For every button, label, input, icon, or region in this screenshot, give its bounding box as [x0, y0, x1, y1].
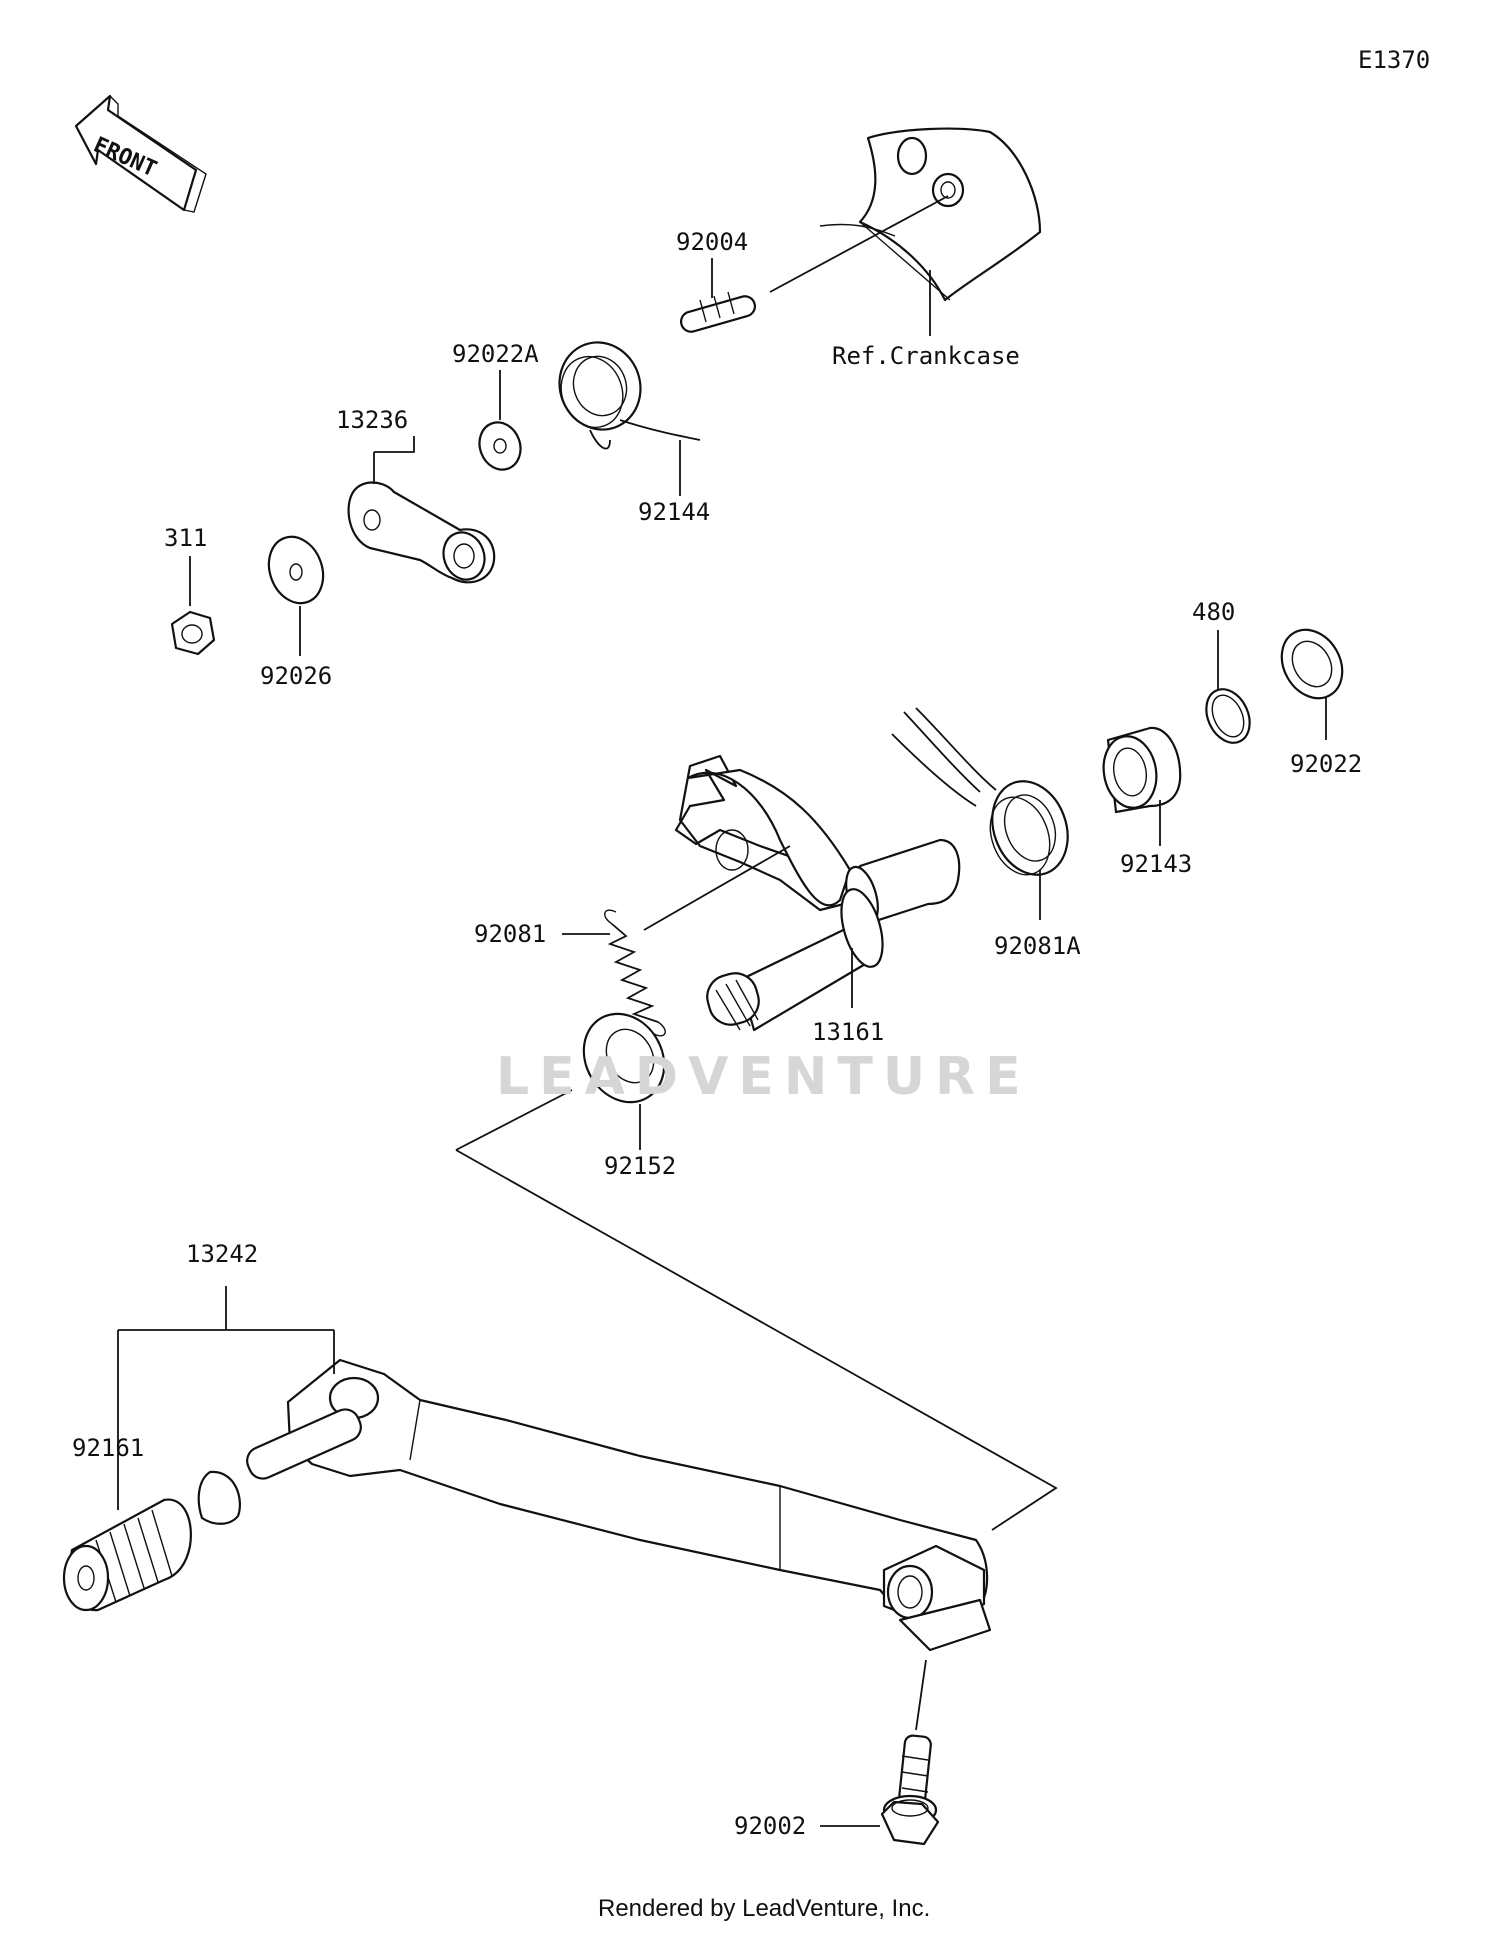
- label-92022A: 92022A: [452, 340, 539, 368]
- part-480-circlip: 480: [1192, 598, 1251, 744]
- part-92152-washer: 92152: [582, 1012, 676, 1180]
- part-92081A-spring: 92081A: [891, 707, 1081, 960]
- label-13236: 13236: [336, 406, 408, 434]
- part-92004-pin: 92004: [676, 228, 757, 333]
- part-92081-spring: 92081: [474, 845, 791, 1037]
- crankcase-reference: Ref.Crankcase: [769, 127, 1042, 370]
- label-13161: 13161: [812, 1018, 884, 1046]
- label-480: 480: [1192, 598, 1235, 626]
- reference-label: Ref.Crankcase: [832, 342, 1020, 370]
- label-92081: 92081: [474, 920, 546, 948]
- part-92022A-washer: 92022A: [452, 340, 539, 471]
- label-92002: 92002: [734, 1812, 806, 1840]
- label-92004: 92004: [676, 228, 748, 256]
- label-92022: 92022: [1290, 750, 1362, 778]
- part-92143-collar: 92143: [1102, 726, 1192, 878]
- part-13242-shift-pedal: [197, 1330, 992, 1652]
- part-92144-spring: 92144: [558, 341, 710, 526]
- part-311-nut: 311: [164, 524, 216, 656]
- part-92161-grip: 92161: [62, 1330, 192, 1612]
- label-92144: 92144: [638, 498, 710, 526]
- part-92022-washer: 92022: [1280, 628, 1362, 778]
- part-92002-bolt: 92002: [734, 1659, 940, 1846]
- label-92161: 92161: [72, 1434, 144, 1462]
- label-92152: 92152: [604, 1152, 676, 1180]
- label-92081A: 92081A: [994, 932, 1081, 960]
- front-arrow-icon: FRONT: [74, 94, 207, 213]
- part-92026-washer: 92026: [260, 535, 332, 690]
- assembly-guide-line-upper: [455, 1089, 573, 1151]
- label-311: 311: [164, 524, 207, 552]
- assembly-guide-line: [455, 1149, 1058, 1531]
- part-13236-lever: 13236: [336, 406, 496, 584]
- footer-credit: Rendered by LeadVenture, Inc.: [598, 1895, 930, 1922]
- label-13242: 13242: [186, 1240, 258, 1268]
- watermark: LEADVENTURE: [496, 1047, 1031, 1107]
- diagram-code: E1370: [1358, 46, 1430, 74]
- label-92026: 92026: [260, 662, 332, 690]
- part-13161-shift-shaft: 13161: [674, 754, 961, 1046]
- label-92143: 92143: [1120, 850, 1192, 878]
